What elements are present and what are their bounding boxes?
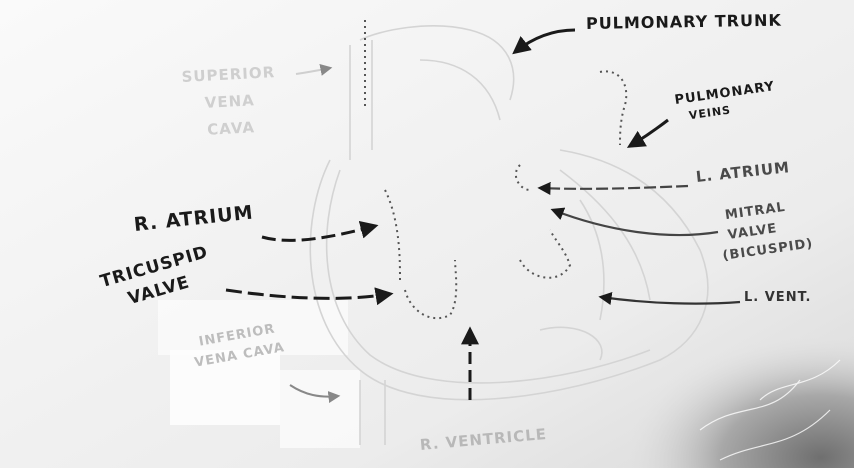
label-svc-line3: CAVA: [206, 118, 256, 139]
paper-patch: [170, 350, 280, 425]
arrow-l-vent: [598, 291, 741, 306]
arrow-r-atrium: [261, 221, 379, 242]
label-pulmonary-trunk: PULMONARY TRUNK: [585, 10, 782, 33]
heart-interior: [364, 20, 628, 320]
arrow-superior-vena-cava: [295, 63, 333, 76]
arrow-pulmonary-veins: [626, 118, 669, 148]
arrow-inferior-vena-cava: [289, 384, 341, 404]
paper-patch: [158, 300, 348, 355]
label-mitral-valve: MITRAL VALVE (BICUSPID): [722, 195, 815, 266]
arrow-l-atrium: [537, 181, 689, 196]
paper-patch: [280, 370, 360, 448]
label-l-vent: L. VENT.: [744, 290, 812, 305]
label-superior-vena-cava: SUPERIOR VENA CAVA: [181, 59, 279, 145]
arrow-pulmonary-trunk: [512, 28, 576, 55]
arrow-tricuspid: [225, 287, 394, 306]
glare-streaks: [699, 359, 841, 461]
arrow-mitral: [550, 207, 719, 237]
label-svc-line1: SUPERIOR: [181, 63, 276, 87]
